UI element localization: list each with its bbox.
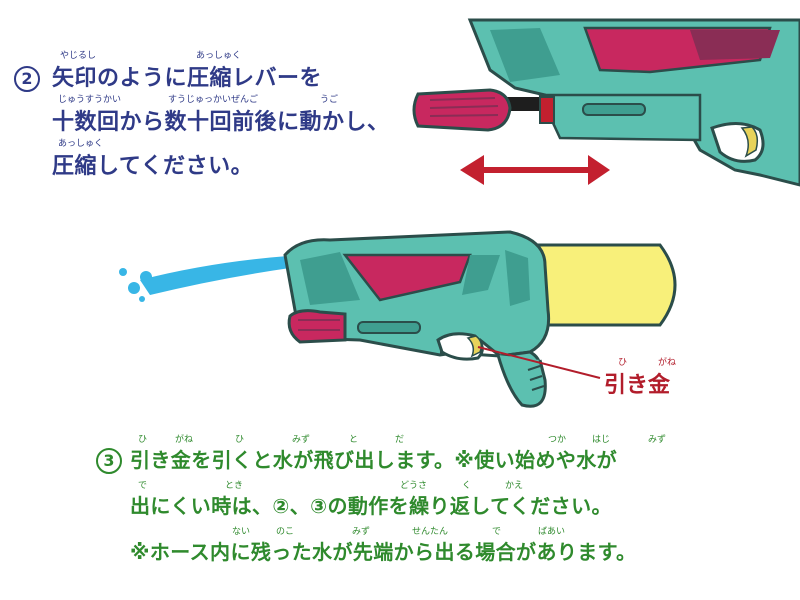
ruby-yajirushi: やじるし (60, 51, 97, 61)
trigger-ruby-gane: がね (658, 358, 677, 368)
ruby-17: みず (352, 527, 371, 537)
ruby-ugo: うご (320, 95, 339, 105)
trigger-ruby-hi: ひ (618, 358, 628, 368)
step-2-line-1: 矢印のように圧縮レバーを (52, 66, 323, 91)
ruby-4: みず (292, 435, 311, 445)
step-3-number: 3 (96, 448, 122, 474)
step-3-line-2: 出にくい時は、②、③の動作を繰り返してください。 (130, 494, 612, 518)
ruby-suujukkaizengo: すうじゅっかいぜんご (168, 95, 259, 105)
pointer-line-icon (477, 346, 601, 379)
ruby-18: せんたん (412, 527, 449, 537)
ruby-10: で (138, 481, 148, 491)
step-3-line-1: 引き金を引くと水が飛び出します。※使い始めや水が (130, 448, 618, 472)
ruby-5: と (349, 435, 359, 445)
ruby-asshuku-2: あっしゅく (58, 139, 104, 149)
ruby-asshuku: あっしゅく (196, 51, 242, 61)
step-2-number: 2 (14, 66, 40, 92)
ruby-7: つか (548, 435, 567, 445)
ruby-6: だ (395, 435, 405, 445)
ruby-13: く (462, 481, 472, 491)
step-2-line-3: 圧縮してください。 (52, 154, 254, 179)
ruby-9: みず (648, 435, 667, 445)
ruby-8: はじ (592, 435, 611, 445)
step-2-line-2: 十数回から数十回前後に動かし、 (52, 110, 390, 135)
ruby-19: で (492, 527, 502, 537)
ruby-14: かえ (505, 481, 524, 491)
ruby-15: ない (232, 527, 251, 537)
ruby-12: どうさ (400, 481, 428, 491)
ruby-1: ひ (138, 435, 148, 445)
trigger-label-text: 引き金 (604, 373, 671, 398)
ruby-2: がね (175, 435, 194, 445)
water-spray-icon (119, 256, 290, 302)
ruby-11: とき (225, 481, 244, 491)
double-arrow-icon (460, 155, 610, 185)
step-3-line-3: ※ホース内に残った水が先端から出る場合があります。 (130, 540, 637, 564)
ruby-3: ひ (235, 435, 245, 445)
ruby-juusuukai: じゅうすうかい (58, 95, 122, 105)
ruby-20: ばあい (538, 527, 566, 537)
ruby-16: のこ (276, 527, 295, 537)
